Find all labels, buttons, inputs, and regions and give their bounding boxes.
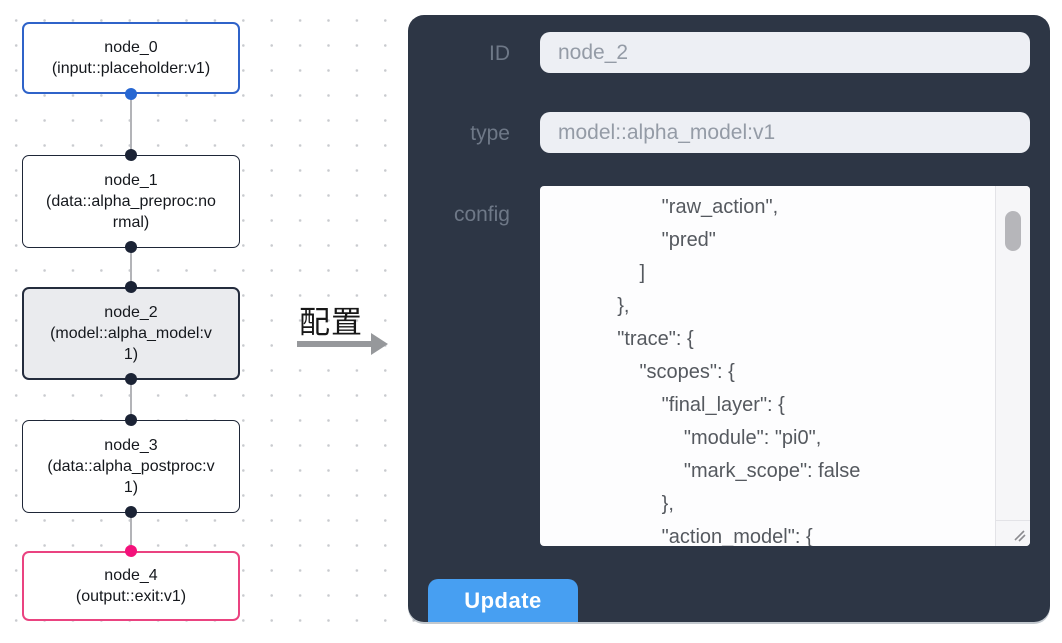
node-subtitle: (input::placeholder:v1): [51, 60, 211, 77]
node-title: node_3: [104, 437, 158, 454]
node-title: node_4: [104, 567, 158, 584]
config-json-content: "raw_action", "pred" ] }, "trace": { "sc…: [617, 196, 861, 546]
node-subtitle: (model::alpha_model:v1): [50, 325, 212, 363]
output-port-icon[interactable]: [125, 88, 137, 100]
output-port-icon[interactable]: [125, 506, 137, 518]
scrollbar-thumb[interactable]: [1005, 211, 1021, 251]
input-port-icon[interactable]: [125, 545, 137, 557]
resize-handle-icon[interactable]: [995, 520, 1030, 546]
id-input[interactable]: [540, 32, 1030, 73]
flow-node-node-1[interactable]: node_1 (data::alpha_preproc:normal): [22, 155, 240, 248]
node-subtitle: (output::exit:v1): [75, 588, 187, 605]
arrow-right-icon: [297, 333, 389, 355]
configure-label: 配置: [299, 305, 363, 340]
scrollbar-track[interactable]: [995, 186, 1030, 520]
config-label: config: [453, 203, 510, 226]
id-label: ID: [489, 42, 510, 65]
input-port-icon[interactable]: [125, 281, 137, 293]
type-input[interactable]: [540, 112, 1030, 153]
flow-node-node-3[interactable]: node_3 (data::alpha_postproc:v1): [22, 420, 240, 513]
edge-connector: [130, 512, 132, 552]
node-title: node_0: [104, 39, 158, 56]
node-config-panel: ID type config "raw_action", "pred" ] },…: [408, 15, 1050, 622]
edge-connector: [130, 94, 132, 156]
node-subtitle: (data::alpha_postproc:v1): [47, 458, 215, 496]
output-port-icon[interactable]: [125, 373, 137, 385]
flow-node-node-0[interactable]: node_0 (input::placeholder:v1): [22, 22, 240, 94]
input-port-icon[interactable]: [125, 414, 137, 426]
node-title: node_2: [104, 304, 158, 321]
edge-connector: [130, 247, 132, 288]
flow-node-node-2-selected[interactable]: node_2 (model::alpha_model:v1): [22, 287, 240, 380]
edge-connector: [130, 379, 132, 421]
output-port-icon[interactable]: [125, 241, 137, 253]
config-textarea[interactable]: "raw_action", "pred" ] }, "trace": { "sc…: [540, 186, 1030, 546]
node-subtitle: (data::alpha_preproc:normal): [46, 193, 216, 231]
input-port-icon[interactable]: [125, 149, 137, 161]
type-label: type: [470, 122, 510, 145]
node-title: node_1: [104, 172, 158, 189]
flow-node-node-4[interactable]: node_4 (output::exit:v1): [22, 551, 240, 621]
update-button[interactable]: Update: [428, 579, 578, 622]
